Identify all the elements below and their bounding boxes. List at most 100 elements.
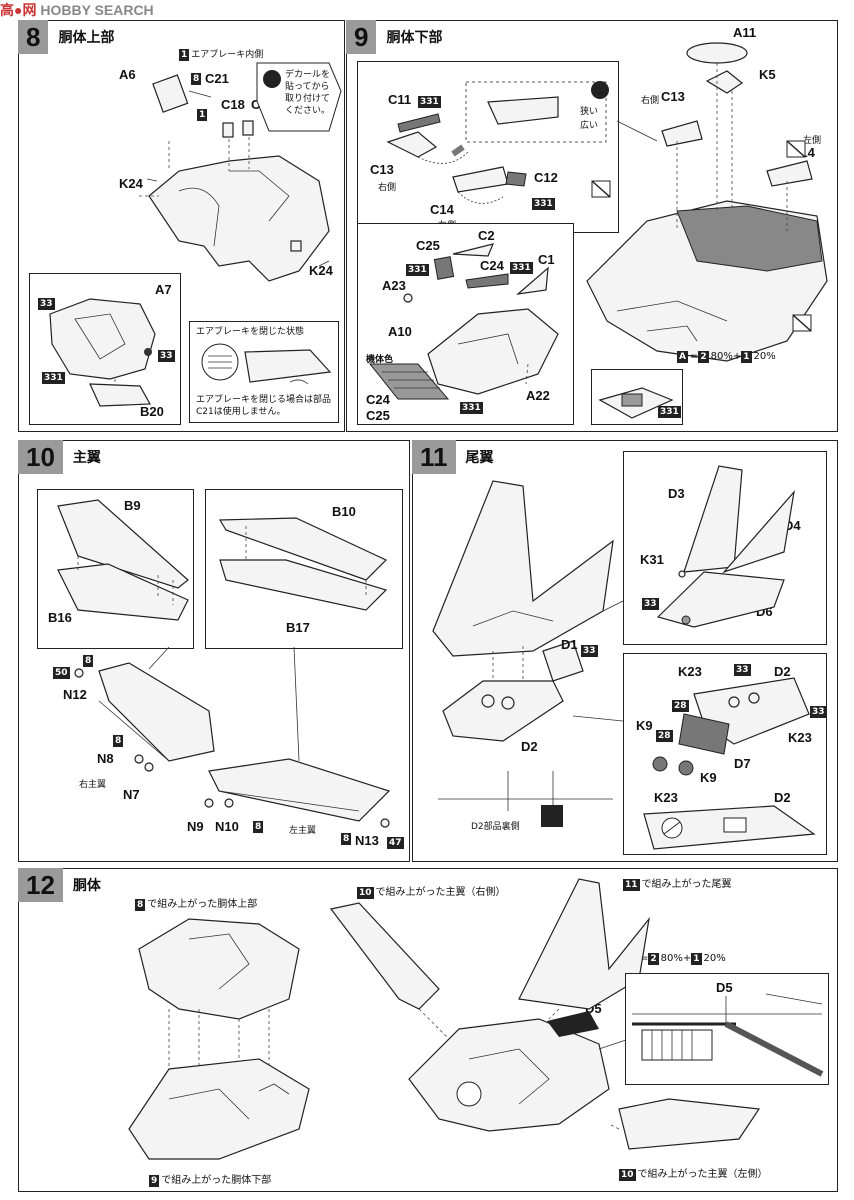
part-label-c24: C24 xyxy=(480,258,504,273)
step-9-number: 9 xyxy=(346,20,377,54)
ref-lower-badge: 9 xyxy=(149,1175,160,1187)
fuselage-assembly-drawing xyxy=(128,878,761,1160)
badge-33-right: 33 xyxy=(810,706,827,718)
part-label-d2: D2 xyxy=(521,739,538,754)
part-label-k9-b: K9 xyxy=(700,770,717,785)
part-label-k23-right: K23 xyxy=(788,730,812,745)
wing-b9-panel: B9 B16 xyxy=(37,489,194,649)
part-label-c1: C1 xyxy=(538,252,555,267)
detail-drawing-2 xyxy=(598,387,674,419)
badge-8-b: 8 xyxy=(113,735,124,747)
airbrake-closed-body: エアブレーキを閉じる場合は部品C21は使用しません。 xyxy=(196,395,332,417)
wing-b9-drawing xyxy=(57,499,189,621)
part-label-n13: N13 xyxy=(355,833,379,848)
part-label-c24-b: C24 xyxy=(366,392,390,407)
part-label-k5: K5 xyxy=(759,67,776,82)
mix-2-badge: 2 xyxy=(698,351,709,363)
badge-8-c: 8 xyxy=(253,821,264,833)
mix12-2-badge: 2 xyxy=(648,953,659,965)
part-label-n8: N8 xyxy=(97,751,114,766)
watermark-logo-text: 高●网 xyxy=(0,2,37,18)
label-right-side: 右側 xyxy=(378,183,397,193)
step-10-number: 10 xyxy=(18,440,63,474)
part-label-d5-detail: D5 xyxy=(716,980,733,995)
airbrake-closed-title: エアブレーキを閉じた状態 xyxy=(196,327,305,337)
part-label-a23: A23 xyxy=(382,278,406,293)
part-label-c18: C18 xyxy=(221,97,245,112)
mix12-1-badge: 1 xyxy=(691,953,702,965)
part-label-a11: A11 xyxy=(733,25,757,40)
part-label-k23: K23 xyxy=(678,664,702,679)
label-right-wing: 右主翼 xyxy=(79,780,107,790)
part-label-n10: N10 xyxy=(215,819,239,834)
part-label-k24-right: K24 xyxy=(309,263,333,278)
badge-331-a: 331 xyxy=(418,96,441,108)
part-label-a7: A7 xyxy=(155,282,172,297)
part-label-b17: B17 xyxy=(286,620,310,635)
badge-331-f: 331 xyxy=(658,406,681,418)
badge-28-b: 28 xyxy=(656,730,673,742)
part-label-k24-left: K24 xyxy=(119,176,143,191)
step-9-detail-panel: 331 xyxy=(591,369,683,425)
step-11-fin-panel: D3 D4 K31 33 D6 xyxy=(623,451,827,645)
step-11-number: 11 xyxy=(412,440,456,474)
part-label-c2: C2 xyxy=(478,228,495,243)
label-left-side-main: 左側 xyxy=(803,136,822,146)
part-label-b20: B20 xyxy=(140,404,164,419)
airbrake-closed-drawing xyxy=(201,343,332,385)
step-11-header: 11 尾翼 xyxy=(412,440,494,474)
wings-assembly-drawing xyxy=(74,646,391,828)
label-narrow: 狭い xyxy=(580,107,599,117)
label-body-color: 機体色 xyxy=(366,355,394,365)
badge-331-b: 331 xyxy=(532,198,555,210)
step-12-header: 12 胴体 xyxy=(18,868,101,902)
badge-331-d: 331 xyxy=(510,262,533,274)
step-9-hook-panel: C11 331 C13 右側 C12 331 C14 左側 狭い 広い xyxy=(357,61,619,233)
inner-drawing xyxy=(368,243,559,400)
badge-331-e: 331 xyxy=(460,402,483,414)
hook-drawing xyxy=(386,81,609,204)
step-12-title: 胴体 xyxy=(72,878,101,894)
label-right-side-main: 右側 xyxy=(641,96,660,106)
part-label-a10: A10 xyxy=(388,324,412,339)
badge-33-d1: 33 xyxy=(581,645,598,657)
part-label-n12: N12 xyxy=(63,687,87,702)
badge-28-a: 28 xyxy=(672,700,689,712)
badge-8-d: 8 xyxy=(341,833,352,845)
detail-drawing-11 xyxy=(643,677,816,850)
step-9-inner-panel: C2 C25 331 C24 331 C1 A23 A10 機体色 C24 C2… xyxy=(357,223,574,425)
badge-47: 47 xyxy=(387,837,404,849)
badge-33-fin: 33 xyxy=(642,598,659,610)
fin-drawing xyxy=(656,465,795,628)
part-label-c13: C13 xyxy=(370,162,394,177)
label-wide: 広い xyxy=(580,121,599,131)
mix-1-badge: 1 xyxy=(741,351,752,363)
part-label-k9: K9 xyxy=(636,718,653,733)
part-label-d2-bottom: D2 xyxy=(774,790,791,805)
part-label-k23-bottom: K23 xyxy=(654,790,678,805)
badge-33-right: 33 xyxy=(158,350,175,362)
lower-fuselage-drawing xyxy=(586,42,828,362)
badge-8-a: 8 xyxy=(83,655,94,667)
ref-tail-badge: 11 xyxy=(623,879,640,891)
tail-assembly-drawing xyxy=(432,480,624,827)
label-d2-back: D2部品裏側 xyxy=(471,822,520,832)
badge-1: 1 xyxy=(179,49,190,61)
part-label-n7: N7 xyxy=(123,787,140,802)
mix-a-badge: A xyxy=(677,351,688,363)
part-label-n9: N9 xyxy=(187,819,204,834)
detail-drawing xyxy=(49,298,156,407)
step-10-title: 主翼 xyxy=(72,450,101,466)
label-left-wing: 左主翼 xyxy=(289,826,317,836)
part-label-c11: C11 xyxy=(388,92,412,107)
step-10-panel: 10 主翼 B9 B16 B10 B17 50 8 N12 8 N8 右主翼 N… xyxy=(18,440,410,862)
watermark-logo: 高●网 HOBBY SEARCH xyxy=(0,0,154,20)
